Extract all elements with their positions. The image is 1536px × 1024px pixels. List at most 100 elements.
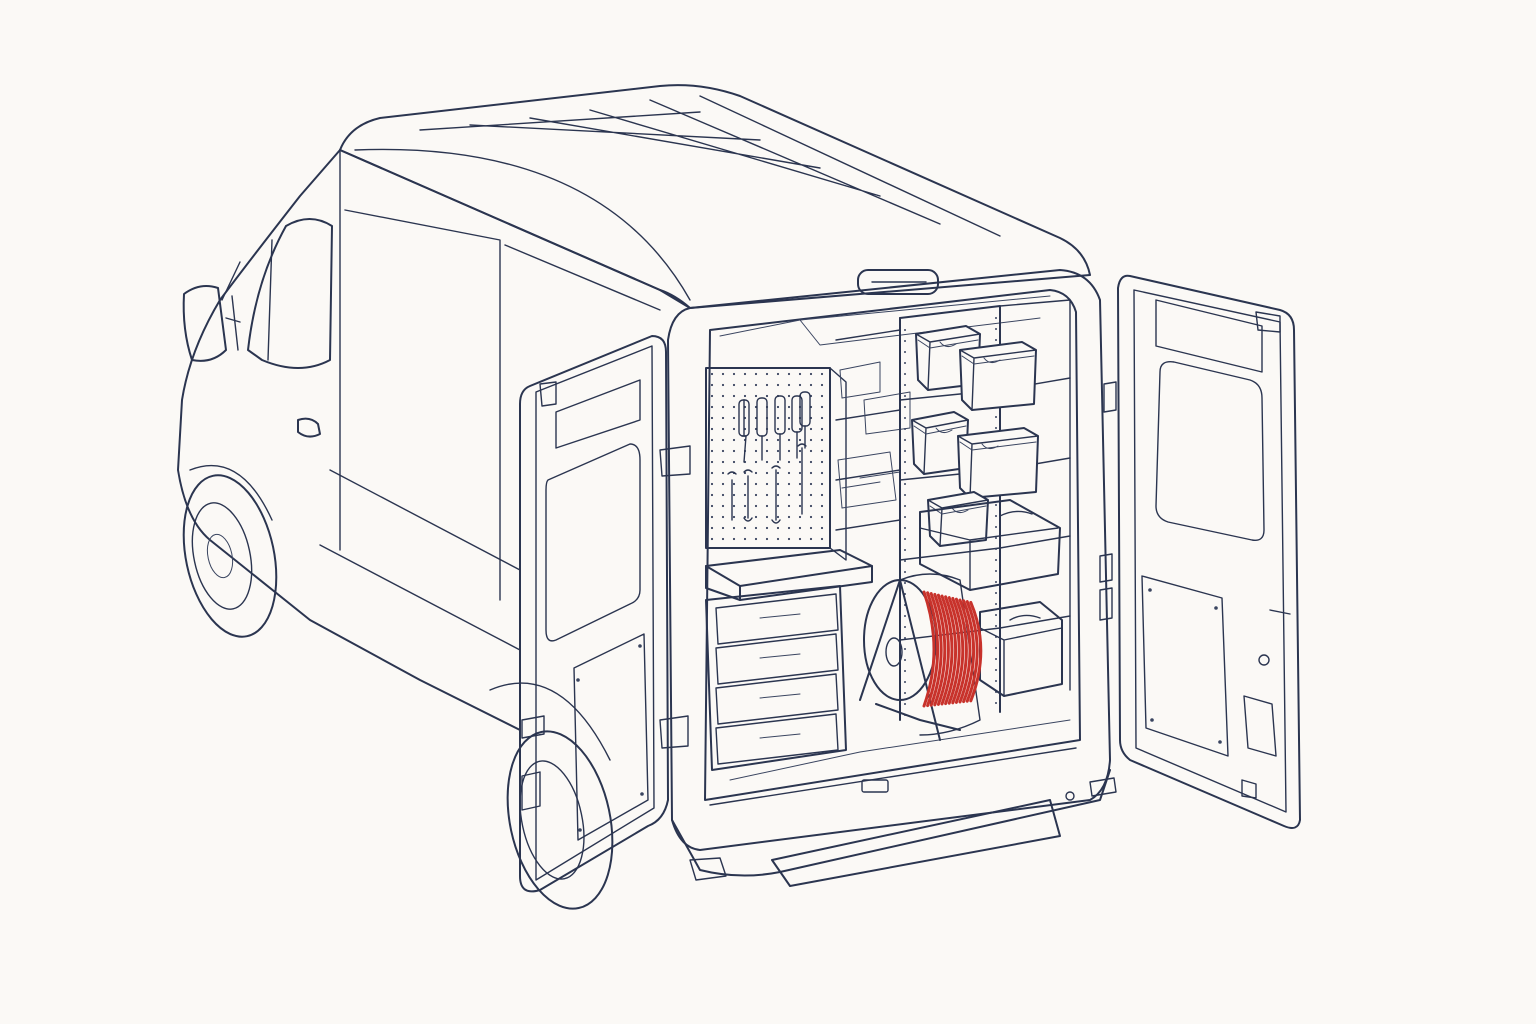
- peg-hole: [765, 383, 769, 387]
- peg-hole: [798, 471, 802, 475]
- peg-hole: [765, 460, 769, 464]
- peg-hole: [765, 526, 769, 530]
- peg-hole: [732, 449, 736, 453]
- peg-hole: [776, 493, 780, 497]
- peg-hole: [732, 383, 736, 387]
- peg-hole: [710, 537, 714, 541]
- peg-hole: [710, 449, 714, 453]
- peg-hole: [710, 394, 714, 398]
- peg-hole: [809, 537, 813, 541]
- peg-hole: [776, 460, 780, 464]
- screwdriver-icon: [774, 395, 786, 461]
- van-body-left: [177, 149, 691, 910]
- peg-hole: [754, 460, 758, 464]
- peg-hole: [710, 383, 714, 387]
- peg-hole: [743, 493, 747, 497]
- peg-hole: [765, 493, 769, 497]
- peg-hole: [721, 471, 725, 475]
- peg-hole: [798, 449, 802, 453]
- peg-hole: [809, 471, 813, 475]
- screwdriver-icon: [756, 397, 768, 461]
- storage-bin: [957, 427, 1039, 499]
- screwdriver-icon: [738, 399, 750, 463]
- workbench: [705, 549, 873, 601]
- peg-hole: [754, 504, 758, 508]
- peg-hole: [721, 416, 725, 420]
- peg-hole: [765, 438, 769, 442]
- peg-hole: [809, 449, 813, 453]
- peg-hole: [743, 372, 747, 376]
- right-shelving: [899, 299, 1071, 721]
- peg-hole: [732, 416, 736, 420]
- peg-hole: [732, 405, 736, 409]
- peg-hole: [809, 493, 813, 497]
- peg-hole: [787, 438, 791, 442]
- peg-hole: [776, 526, 780, 530]
- wrench-icon: [727, 471, 737, 521]
- peg-hole: [820, 460, 824, 464]
- peg-hole: [820, 405, 824, 409]
- peg-hole: [787, 394, 791, 398]
- peg-hole: [710, 482, 714, 486]
- peg-hole: [820, 515, 824, 519]
- peg-hole: [787, 427, 791, 431]
- peg-hole: [754, 515, 758, 519]
- pegboard: [705, 367, 847, 561]
- peg-hole: [820, 537, 824, 541]
- peg-hole: [765, 471, 769, 475]
- peg-hole: [754, 438, 758, 442]
- peg-hole: [710, 515, 714, 519]
- peg-hole: [710, 372, 714, 376]
- peg-hole: [732, 482, 736, 486]
- peg-hole: [765, 394, 769, 398]
- wrench-icon: [797, 443, 807, 515]
- peg-hole: [721, 504, 725, 508]
- peg-hole: [798, 526, 802, 530]
- peg-hole: [732, 438, 736, 442]
- peg-hole: [787, 515, 791, 519]
- peg-hole: [721, 526, 725, 530]
- peg-hole: [809, 460, 813, 464]
- peg-hole: [798, 515, 802, 519]
- peg-hole: [820, 383, 824, 387]
- peg-hole: [765, 449, 769, 453]
- peg-hole: [776, 515, 780, 519]
- peg-hole: [710, 427, 714, 431]
- peg-hole: [809, 482, 813, 486]
- peg-hole: [721, 482, 725, 486]
- peg-hole: [743, 383, 747, 387]
- peg-hole: [765, 515, 769, 519]
- rear-door-left: [519, 335, 691, 893]
- peg-hole: [809, 383, 813, 387]
- van-rear-frame: [667, 269, 1117, 887]
- peg-hole: [820, 438, 824, 442]
- peg-hole: [809, 504, 813, 508]
- peg-hole: [776, 482, 780, 486]
- storage-bin: [959, 341, 1037, 411]
- peg-hole: [798, 427, 802, 431]
- peg-hole: [820, 504, 824, 508]
- peg-hole: [809, 372, 813, 376]
- peg-hole: [798, 504, 802, 508]
- peg-hole: [732, 493, 736, 497]
- peg-hole: [776, 383, 780, 387]
- peg-hole: [776, 427, 780, 431]
- peg-hole: [787, 504, 791, 508]
- wrench-icon: [771, 465, 781, 524]
- pegboard-holes: [710, 372, 824, 541]
- peg-hole: [743, 537, 747, 541]
- peg-hole: [754, 383, 758, 387]
- peg-hole: [732, 504, 736, 508]
- peg-hole: [776, 537, 780, 541]
- peg-hole: [787, 460, 791, 464]
- peg-hole: [809, 438, 813, 442]
- peg-hole: [809, 427, 813, 431]
- peg-hole: [776, 438, 780, 442]
- peg-hole: [820, 526, 824, 530]
- peg-hole: [798, 493, 802, 497]
- peg-hole: [820, 372, 824, 376]
- peg-hole: [721, 460, 725, 464]
- peg-hole: [732, 427, 736, 431]
- pegboard-tools: [727, 391, 811, 524]
- rear-door-right: [1099, 274, 1301, 829]
